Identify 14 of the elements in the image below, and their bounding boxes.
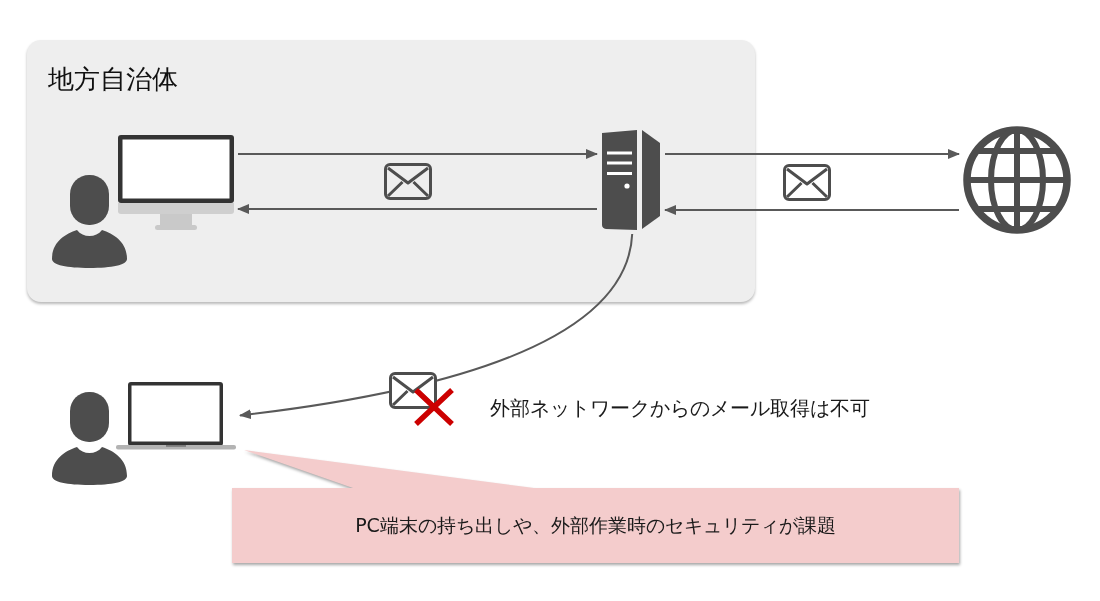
group-title: 地方自治体 — [48, 64, 178, 96]
callout-text: PC端末の持ち出しや、外部作業時のセキュリティが課題 — [355, 514, 836, 537]
server-icon — [601, 130, 661, 230]
group-panel — [27, 40, 755, 302]
laptop-icon — [116, 381, 236, 450]
callout-shape — [232, 449, 961, 565]
arrow — [664, 205, 960, 215]
arrow — [664, 149, 960, 159]
arrow — [237, 204, 598, 214]
arrow — [237, 149, 598, 159]
note-text: 外部ネットワークからのメール取得は不可 — [490, 396, 870, 420]
monitor-icon — [118, 135, 234, 231]
arrow — [239, 233, 634, 420]
globe-icon — [963, 126, 1071, 234]
